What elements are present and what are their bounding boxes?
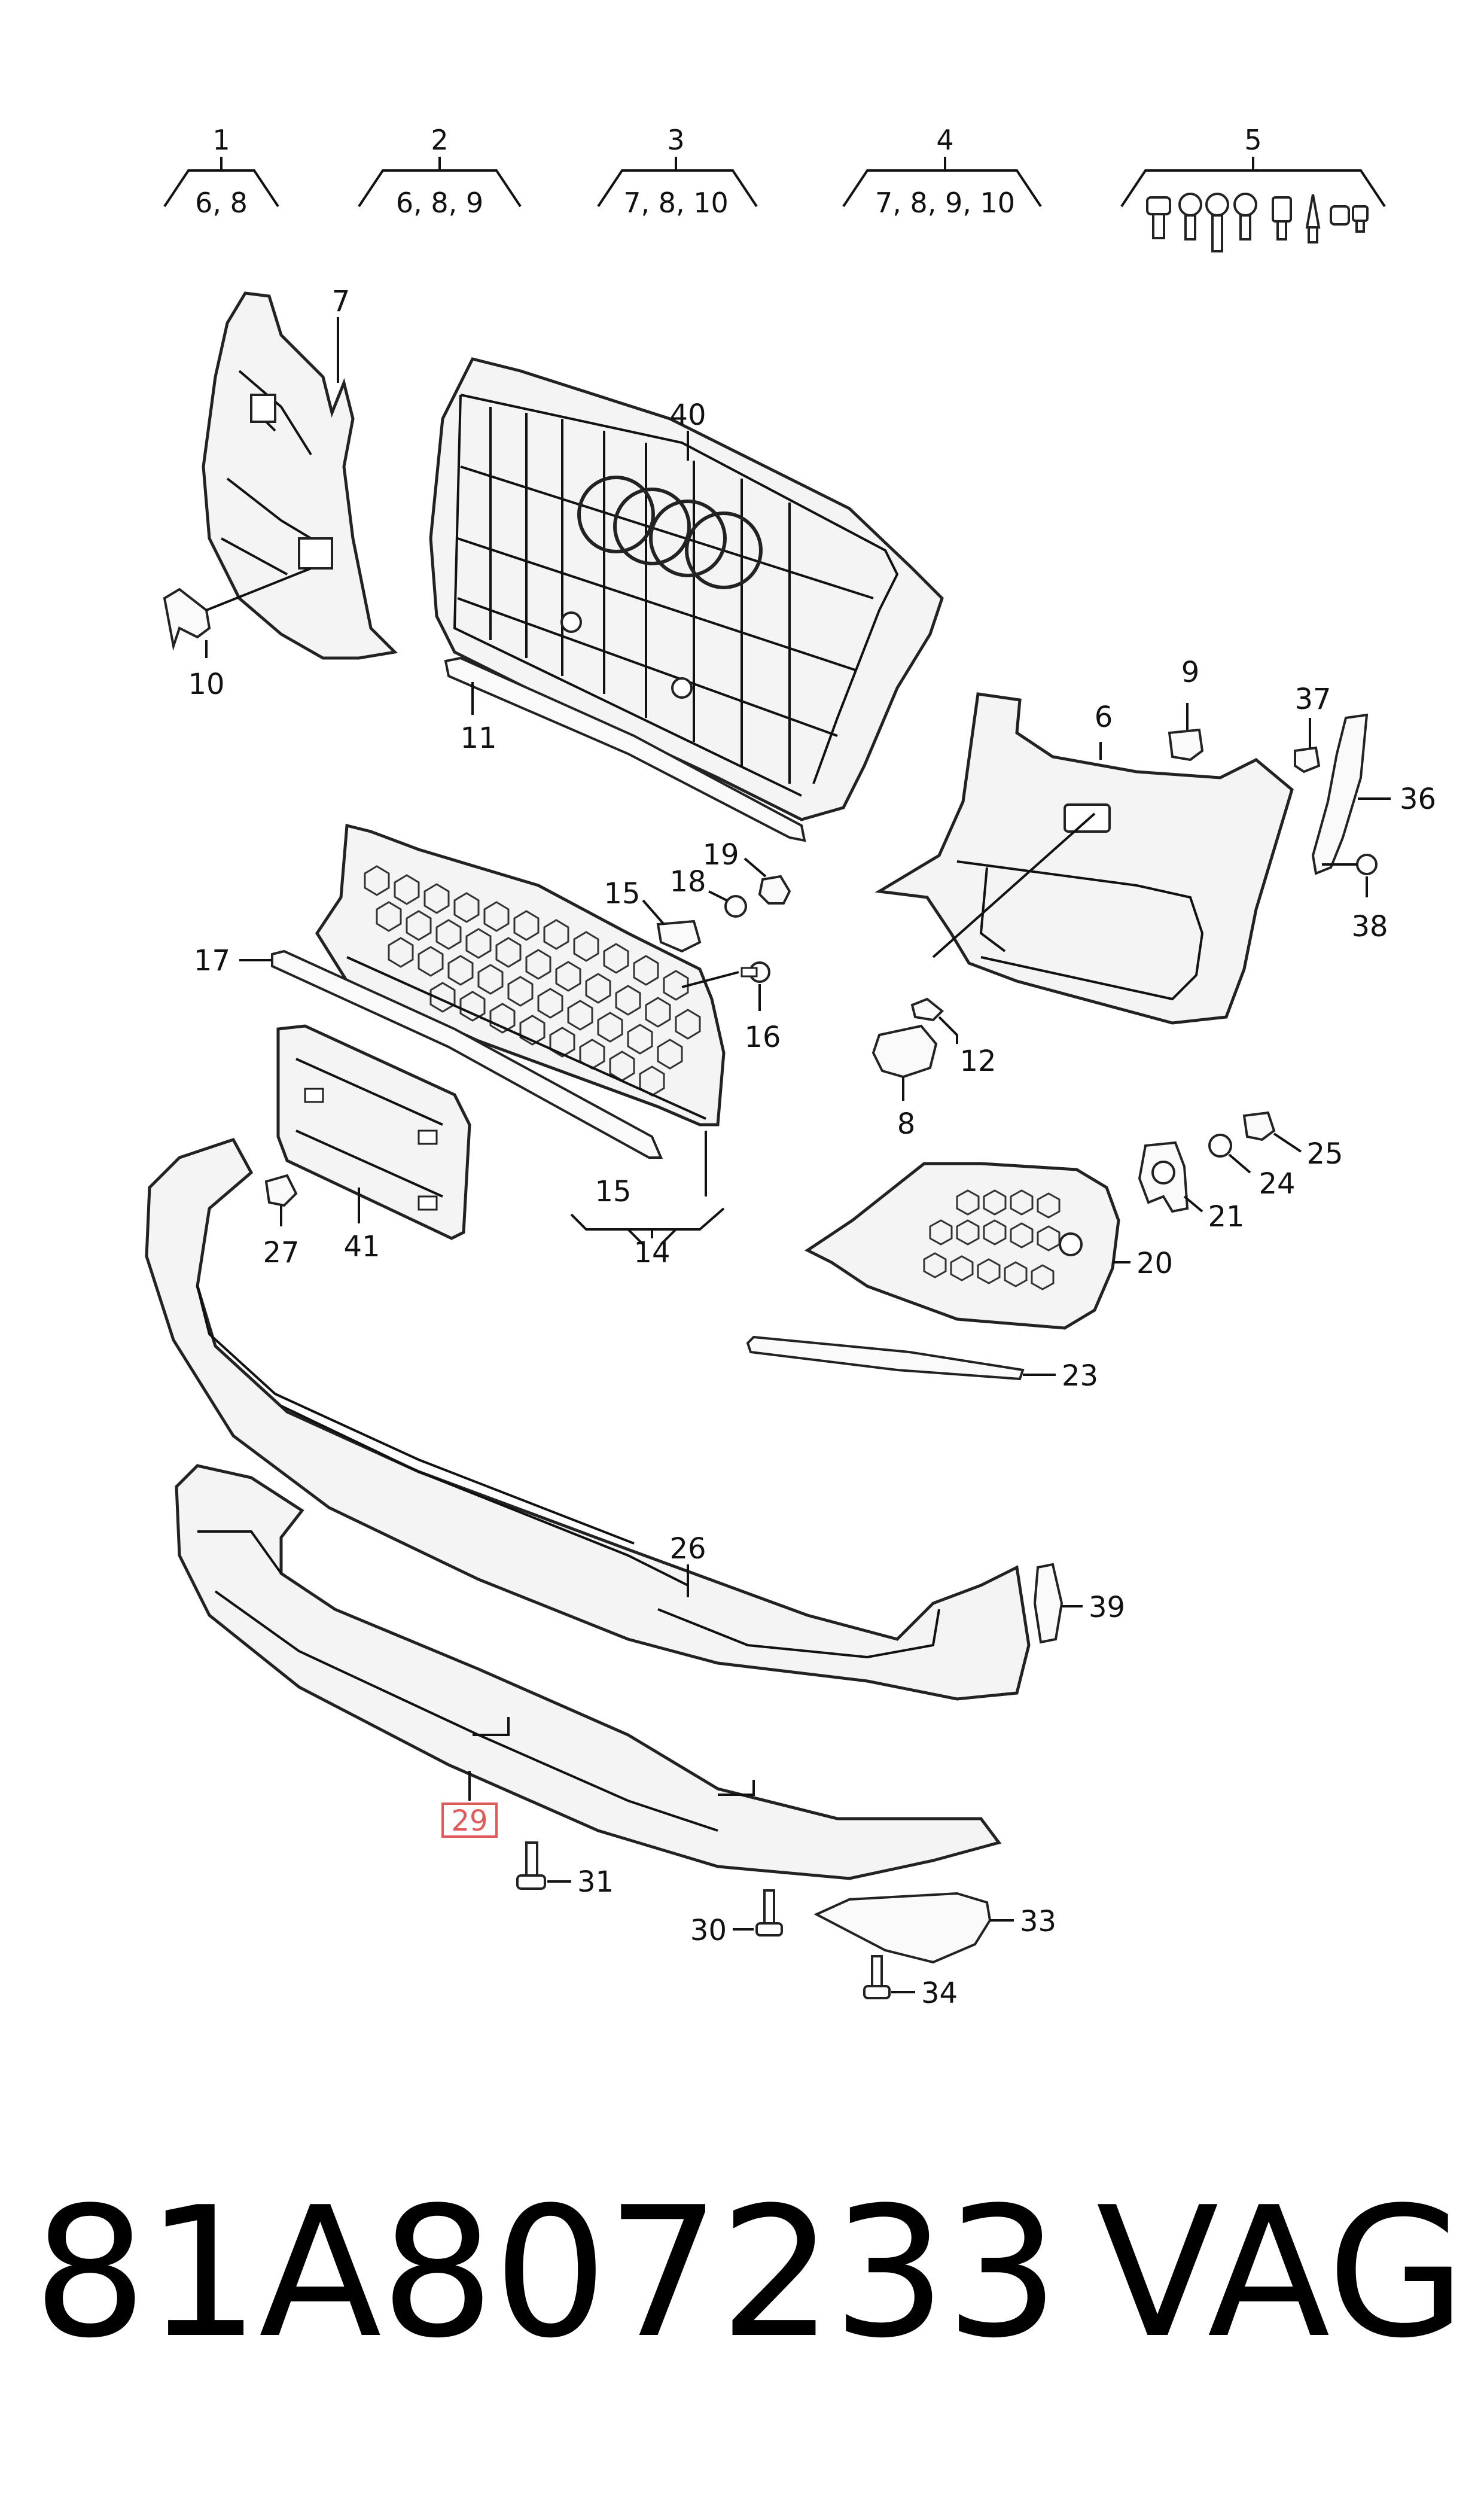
honeycomb-pattern <box>364 865 701 1097</box>
label-16: 16 <box>744 1021 781 1054</box>
part-9-nut: 9 <box>1168 656 1204 762</box>
part-number: 81A807233 <box>33 2169 1059 2377</box>
label-34: 34 <box>921 1977 958 2010</box>
label-37: 37 <box>1294 683 1331 716</box>
footer: 81A807233 VAG <box>0 2184 1484 2435</box>
label-31: 31 <box>577 1865 614 1899</box>
group-5: 5 <box>1120 124 1386 252</box>
group-3: 3 7, 8, 10 <box>597 124 758 219</box>
group-2-refs: 6, 8, 9 <box>396 187 483 219</box>
part-14-honeycomb <box>315 823 726 1126</box>
part-36-bracket: 36 <box>1311 713 1436 875</box>
label-9: 9 <box>1181 656 1200 689</box>
part-31-screw: 31 <box>516 1841 614 1899</box>
label-36: 36 <box>1400 783 1436 816</box>
label-39: 39 <box>1089 1591 1125 1624</box>
part-19-cap: 19 <box>702 838 791 905</box>
part-18-ring: 18 <box>669 865 747 918</box>
part-15-clip-a: 15 <box>604 877 702 953</box>
group-1-number: 1 <box>212 124 230 156</box>
brand-name: VAG <box>1096 2169 1466 2377</box>
part-37-clip: 37 <box>1294 683 1331 774</box>
group-14-15: 15 14 <box>570 1131 725 1269</box>
group-2-number: 2 <box>431 124 448 156</box>
label-20: 20 <box>1136 1247 1173 1280</box>
group-3-refs: 7, 8, 10 <box>623 187 729 219</box>
label-6: 6 <box>1095 701 1113 734</box>
label-24: 24 <box>1258 1167 1295 1201</box>
label-11: 11 <box>460 721 496 755</box>
rings-logo-icon <box>577 476 763 589</box>
part-41-plate-bracket: 41 <box>276 1024 471 1263</box>
part-23-trim: 23 <box>746 1335 1098 1393</box>
part-6-insert: 6 <box>874 692 1294 1025</box>
label-33: 33 <box>1020 1905 1056 1938</box>
label-12: 12 <box>959 1045 996 1078</box>
label-7: 7 <box>332 285 351 318</box>
part-21-sensor-holder: 21 <box>1138 1141 1245 1234</box>
part-33-end-cap: 33 <box>813 1892 1056 1964</box>
part-8-cover: 8 <box>871 1024 938 1141</box>
label-15b: 15 <box>595 1175 631 1208</box>
part-7-bracket: 7 <box>202 285 398 660</box>
fastener-set-icon <box>1146 193 1369 252</box>
part-24-ring: 24 <box>1208 1134 1296 1201</box>
label-15a: 15 <box>604 877 640 911</box>
label-19: 19 <box>702 838 739 872</box>
highlight-box-29 <box>441 1803 498 1838</box>
group-1-refs: 6, 8 <box>195 187 248 219</box>
group-3-number: 3 <box>667 124 684 156</box>
group-4-number: 4 <box>936 124 953 156</box>
part-26-bumper: 26 <box>145 1137 1031 1701</box>
label-18: 18 <box>669 865 706 899</box>
part-39-bracket: 39 <box>1033 1563 1125 1644</box>
part-16-screw: 16 <box>681 961 781 1054</box>
part-34-screw: 34 <box>863 1955 958 2010</box>
part-17-strip: 17 <box>194 944 663 1159</box>
label-14: 14 <box>633 1236 670 1269</box>
label-38: 38 <box>1351 910 1388 943</box>
label-23: 23 <box>1062 1359 1098 1393</box>
part-29-spoiler: 29 <box>175 1464 1002 1880</box>
label-8: 8 <box>897 1107 916 1141</box>
part-12-clip: 12 <box>910 997 997 1078</box>
label-41: 41 <box>343 1230 380 1263</box>
part-20-fog-grille: 20 <box>805 1162 1173 1330</box>
part-10-clip: 10 <box>163 567 312 701</box>
label-10: 10 <box>188 668 224 701</box>
part-25-nut: 25 <box>1242 1111 1343 1171</box>
group-2: 2 6, 8, 9 <box>358 124 522 219</box>
label-40: 40 <box>669 398 706 432</box>
group-5-number: 5 <box>1244 124 1261 156</box>
label-21: 21 <box>1208 1200 1244 1234</box>
label-27: 27 <box>263 1236 299 1269</box>
group-1: 1 6, 8 <box>163 124 279 219</box>
label-29: 29 <box>451 1804 487 1838</box>
part-30-screw: 30 <box>690 1889 783 1947</box>
part-40-grille: 40 <box>429 357 944 821</box>
group-4-refs: 7, 8, 9, 10 <box>875 187 1015 219</box>
group-4: 4 7, 8, 9, 10 <box>842 124 1042 219</box>
label-17: 17 <box>194 944 230 978</box>
part-11-strip: 11 <box>444 656 806 842</box>
part-27-nut: 27 <box>263 1174 300 1269</box>
label-30: 30 <box>690 1914 727 1947</box>
label-26: 26 <box>669 1532 706 1566</box>
part-38-screw: 38 <box>1322 854 1388 943</box>
label-25: 25 <box>1306 1137 1343 1171</box>
